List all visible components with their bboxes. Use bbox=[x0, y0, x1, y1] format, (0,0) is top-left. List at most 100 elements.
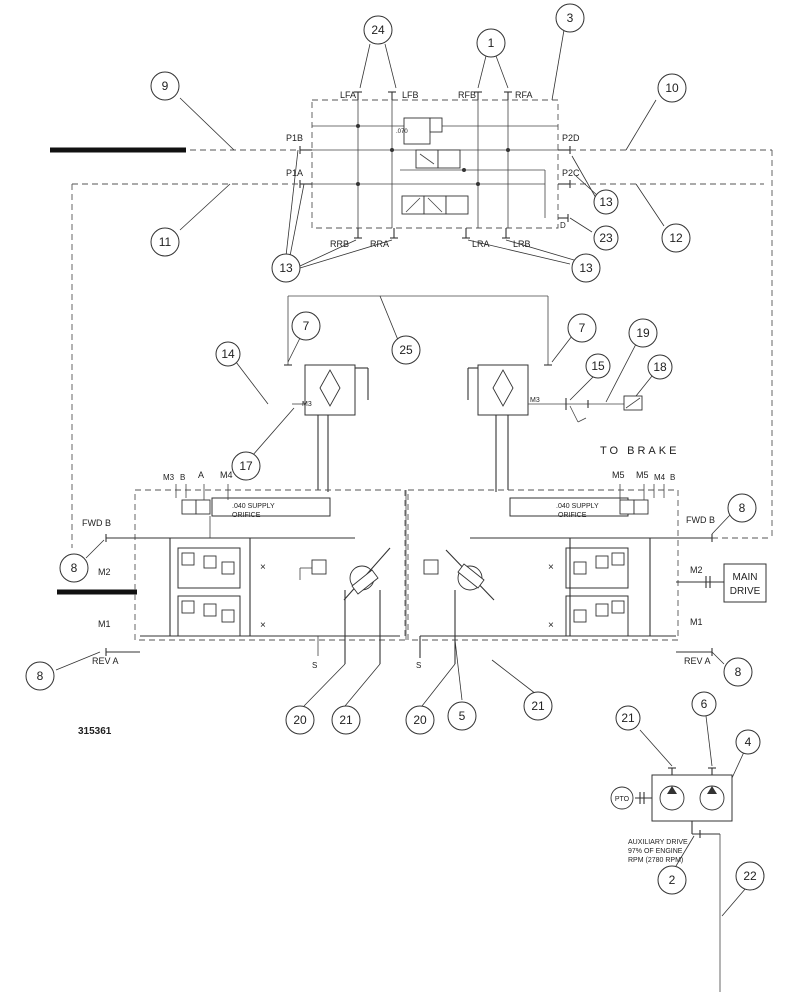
balloon-14 bbox=[215, 341, 241, 367]
port-label-m5-right: M5 bbox=[612, 470, 625, 480]
supply-orifice-left-2: ORIFICE bbox=[232, 512, 261, 519]
right-drive-assembly: × × bbox=[407, 364, 679, 664]
port-label-lfa: LFA bbox=[340, 90, 356, 100]
to-brake-label: TO BRAKE bbox=[600, 445, 679, 457]
balloon-text-3: 3 bbox=[567, 11, 574, 25]
balloon-text-8-right: 8 bbox=[739, 501, 746, 515]
port-label-m2-right: M2 bbox=[690, 565, 703, 575]
balloon-numbers: 24 1 3 9 10 11 12 13 13 13 23 25 7 7 14 … bbox=[37, 11, 757, 887]
balloon-13-left bbox=[271, 253, 301, 283]
balloon-text-8-bottom-right: 8 bbox=[735, 665, 742, 679]
balloon-text-24: 24 bbox=[371, 23, 385, 37]
balloon-text-12: 12 bbox=[669, 231, 683, 245]
balloon-text-4: 4 bbox=[745, 735, 752, 749]
balloon-text-13-right: 13 bbox=[599, 195, 613, 209]
auxiliary-pump bbox=[610, 767, 733, 992]
valve-manifold bbox=[299, 91, 571, 239]
port-label-b-left: M3 bbox=[163, 473, 175, 482]
port-label-p1a: P1A bbox=[286, 168, 303, 178]
balloon-text-1: 1 bbox=[488, 36, 495, 50]
port-label-a-left: B bbox=[180, 473, 185, 482]
balloon-7-left bbox=[291, 311, 321, 341]
port-label-m4-right: M5 bbox=[636, 470, 649, 480]
main-drive-label-2: DRIVE bbox=[730, 586, 761, 597]
balloon-text-22: 22 bbox=[743, 869, 757, 883]
port-label-m5-left: M4 bbox=[220, 470, 233, 480]
balloon-15 bbox=[585, 353, 611, 379]
port-label-fwd-left: FWD B bbox=[82, 518, 111, 528]
balloon-text-2: 2 bbox=[669, 873, 676, 887]
port-label-m1-right: M1 bbox=[690, 617, 703, 627]
balloon-text-14: 14 bbox=[221, 347, 235, 361]
balloon-text-9: 9 bbox=[162, 79, 169, 93]
balloon-21-left bbox=[331, 705, 361, 735]
port-label-fwd-right: FWD B bbox=[686, 515, 715, 525]
balloon-9 bbox=[150, 71, 180, 101]
balloon-21-right bbox=[523, 691, 553, 721]
balloon-3 bbox=[555, 3, 585, 33]
svg-text:×: × bbox=[548, 620, 554, 631]
balloon-6 bbox=[691, 691, 717, 717]
port-label-b-right: M4 bbox=[654, 473, 666, 482]
brake-line bbox=[545, 395, 643, 423]
port-label-rev-right: REV A bbox=[684, 656, 711, 666]
balloon-21-aux bbox=[615, 705, 641, 731]
balloon-text-13-left: 13 bbox=[279, 261, 293, 275]
balloon-12 bbox=[661, 223, 691, 253]
port-label-m3-left: M3 bbox=[302, 401, 312, 408]
balloon-text-6: 6 bbox=[701, 697, 708, 711]
balloon-17 bbox=[231, 451, 261, 481]
balloon-10 bbox=[657, 73, 687, 103]
svg-text:×: × bbox=[260, 562, 266, 573]
balloon-8-right bbox=[727, 493, 757, 523]
port-label-d: D bbox=[560, 221, 566, 230]
port-label-rrb: RRB bbox=[330, 239, 349, 249]
balloon-25 bbox=[391, 335, 421, 365]
balloon-text-15: 15 bbox=[591, 359, 605, 373]
balloon-8-left bbox=[59, 553, 89, 583]
main-drive-box bbox=[676, 563, 767, 603]
balloon-text-21-aux: 21 bbox=[621, 711, 635, 725]
left-drive-assembly: × × bbox=[134, 364, 406, 664]
balloon-text-5: 5 bbox=[459, 709, 466, 723]
balloon-text-13-bottom: 13 bbox=[579, 261, 593, 275]
orifice-label: .070 bbox=[396, 129, 408, 135]
balloon-text-7-left: 7 bbox=[303, 319, 310, 333]
balloon-text-8-left: 8 bbox=[71, 561, 78, 575]
balloon-text-23: 23 bbox=[599, 231, 613, 245]
balloon-23 bbox=[593, 225, 619, 251]
port-label-p1b: P1B bbox=[286, 133, 303, 143]
port-label-a-right: B bbox=[670, 473, 675, 482]
port-label-m3-right: M3 bbox=[530, 397, 540, 404]
port-label-lfb: LFB bbox=[402, 90, 419, 100]
port-label-m4-left: A bbox=[198, 470, 204, 480]
port-label-rev-left: REV A bbox=[92, 656, 119, 666]
balloon-20-right bbox=[405, 705, 435, 735]
balloon-text-10: 10 bbox=[665, 81, 679, 95]
balloon-20-left bbox=[285, 705, 315, 735]
balloon-22 bbox=[735, 861, 765, 891]
supply-orifice-left-1: .040 SUPPLY bbox=[232, 503, 275, 510]
balloon-text-21-right: 21 bbox=[531, 699, 545, 713]
balloon-text-25: 25 bbox=[399, 343, 413, 357]
balloon-4 bbox=[735, 729, 761, 755]
balloons bbox=[25, 3, 765, 895]
pto-label: PTO bbox=[615, 796, 630, 803]
balloon-text-7-right: 7 bbox=[579, 321, 586, 335]
leader-lines bbox=[55, 29, 747, 917]
port-label-m1-left: M1 bbox=[98, 619, 111, 629]
port-label-rfa: RFA bbox=[515, 90, 533, 100]
port-label-p2c: P2C bbox=[562, 168, 580, 178]
balloon-2 bbox=[657, 865, 687, 895]
balloon-11 bbox=[150, 227, 180, 257]
svg-text:×: × bbox=[548, 562, 554, 573]
main-drive-label-1: MAIN bbox=[733, 572, 758, 583]
balloon-text-17: 17 bbox=[239, 459, 253, 473]
balloon-text-11: 11 bbox=[159, 235, 172, 249]
balloon-text-18: 18 bbox=[653, 360, 667, 374]
balloon-text-20-left: 20 bbox=[293, 713, 307, 727]
balloon-1 bbox=[476, 28, 506, 58]
balloon-24 bbox=[363, 15, 393, 45]
balloon-8-bottom-left bbox=[25, 661, 55, 691]
port-label-lra: LRA bbox=[472, 239, 490, 249]
